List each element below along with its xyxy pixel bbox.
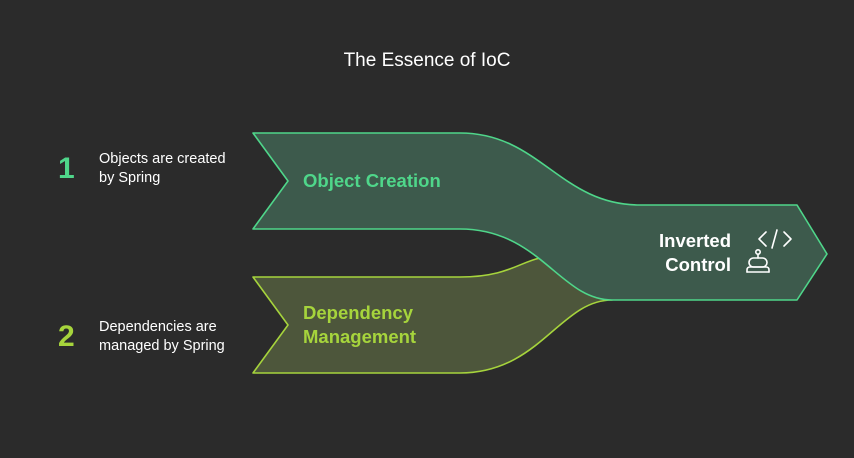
- object-creation-label-line1: Object Creation: [303, 170, 441, 191]
- dependency-management-label-line1: Dependency: [303, 302, 414, 323]
- robot-icon: [746, 249, 770, 273]
- code-icon: [758, 229, 792, 249]
- step-2-number: 2: [58, 320, 75, 353]
- step-1-description-line2: by Spring: [99, 170, 161, 186]
- step-2-description: Dependencies are managed by Spring: [99, 318, 225, 356]
- object-creation-arrow: [252, 132, 828, 301]
- diagram-title: The Essence of IoC: [343, 50, 511, 71]
- inverted-control-label: Inverted Control: [630, 229, 731, 277]
- step-2-description-line2: managed by Spring: [99, 338, 225, 354]
- inverted-control-label-line1: Inverted: [659, 230, 731, 251]
- step-1-number: 1: [58, 152, 75, 185]
- step-1-description: Objects are created by Spring: [99, 150, 226, 188]
- inverted-control-label-line2: Control: [665, 254, 731, 275]
- object-creation-label: Object Creation: [303, 169, 441, 193]
- step-1-description-line1: Objects are created: [99, 151, 226, 167]
- dependency-management-label-line2: Management: [303, 326, 417, 347]
- dependency-management-label: Dependency Management: [303, 301, 416, 349]
- step-2-description-line1: Dependencies are: [99, 319, 217, 335]
